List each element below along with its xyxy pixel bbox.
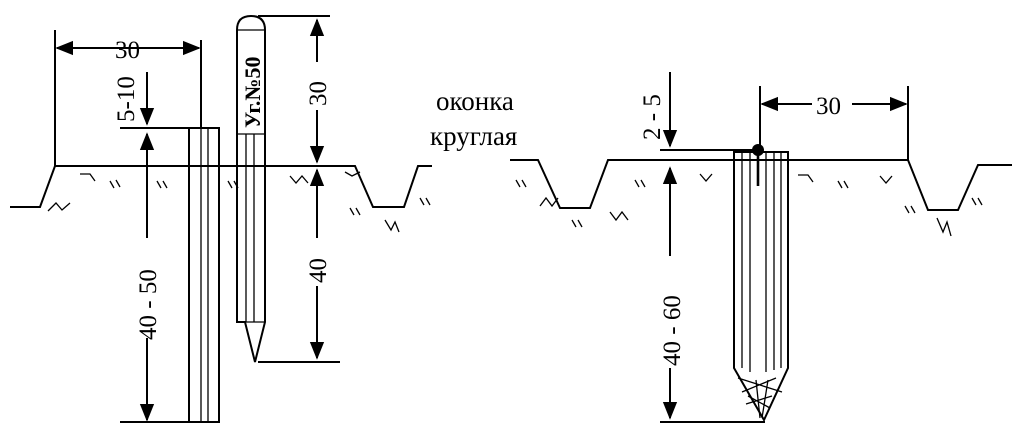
left-small-dim-label: 5-10 xyxy=(113,76,140,122)
caption-line-2: круглая xyxy=(430,121,517,151)
left-depth-dim-label: 40 - 50 xyxy=(135,269,162,340)
left-drawing: 30 5-10 40 - 50 Уг.№50 xyxy=(10,14,432,423)
right-ground-hatching xyxy=(515,173,983,237)
caption-line-1: оконка xyxy=(436,86,514,116)
right-width-dim-label: 30 xyxy=(816,93,841,120)
left-tag-stake xyxy=(236,14,266,363)
right-drawing: 2 - 5 30 40 - 60 xyxy=(510,72,1012,423)
left-tag-below-dim-label: 40 xyxy=(305,258,332,283)
right-above-dim-label: 2 - 5 xyxy=(639,94,666,140)
right-ground-profile xyxy=(510,159,1012,211)
left-tag-label: Уг.№50 xyxy=(240,57,265,128)
right-round-stake xyxy=(733,144,789,423)
right-depth-dim-label: 40 - 60 xyxy=(659,295,686,366)
left-ground-hatching xyxy=(47,171,431,233)
left-ground-profile xyxy=(10,165,432,208)
left-main-stake xyxy=(188,127,220,423)
left-tag-above-dim-label: 30 xyxy=(305,81,332,106)
left-width-dim-label: 30 xyxy=(115,37,140,64)
